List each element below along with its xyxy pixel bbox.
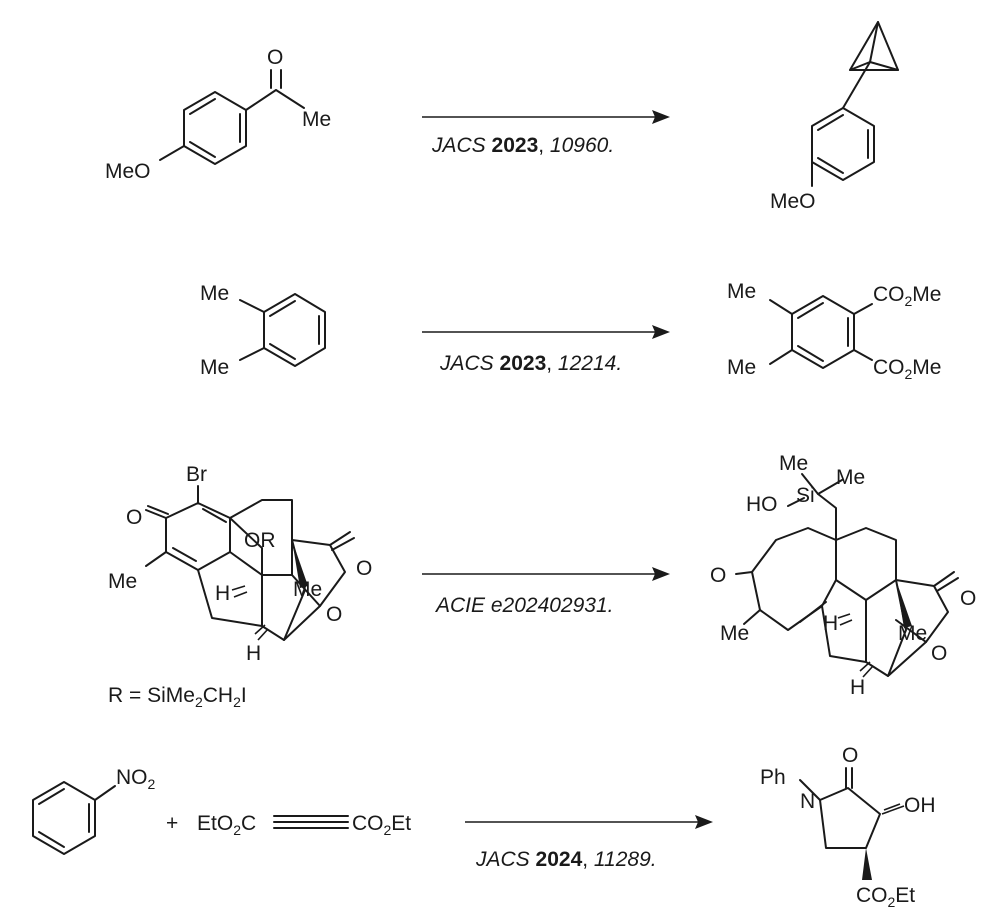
ketone-oxygen-label: O bbox=[710, 564, 726, 587]
ester-label: CO2Et bbox=[856, 884, 915, 910]
or-group-label: OR bbox=[244, 529, 276, 552]
citation-3: ACIE e202402931. bbox=[434, 594, 614, 617]
methoxy-label: MeO bbox=[770, 190, 816, 213]
reactant-nitrobenzene: NO2 bbox=[32, 766, 156, 855]
methyl-label: Me bbox=[720, 622, 749, 645]
hydroxy-label: HO bbox=[746, 493, 778, 516]
reaction-4: NO2 + EtO2C CO2Et JACS 2024, 11289. Ph N… bbox=[32, 744, 936, 910]
ester-1-label: CO2Me bbox=[873, 283, 941, 309]
reaction-2: Me Me JACS 2023, 12214. Me Me CO2Me CO2M… bbox=[200, 280, 941, 382]
lactone-ring-oxygen-label: O bbox=[326, 603, 342, 626]
lactone-carbonyl-oxygen-label: O bbox=[356, 557, 372, 580]
hydroxy-label: OH bbox=[904, 794, 936, 817]
product-pyrrolidinone: Ph N O OH CO2Et bbox=[760, 744, 936, 910]
methoxy-label: MeO bbox=[105, 160, 151, 183]
methyl-1-label: Me bbox=[200, 282, 229, 305]
reactant-diethyl-acetylenedicarboxylate: EtO2C CO2Et bbox=[197, 812, 411, 838]
reactant-polycyclic-bromoenone: Br O Me OR H Me O O H R = SiMe2CH2I bbox=[108, 463, 372, 710]
citation-1: JACS 2023, 10960. bbox=[431, 134, 614, 157]
reaction-1: O Me MeO JACS 2023, 10960. MeO bbox=[105, 21, 899, 213]
carbonyl-oxygen-label: O bbox=[267, 46, 283, 69]
r-group-definition: R = SiMe2CH2I bbox=[108, 684, 247, 710]
si-methyl-1-label: Me bbox=[779, 452, 808, 475]
h-1-label: H bbox=[823, 612, 838, 635]
h-2-label: H bbox=[850, 676, 865, 699]
angular-methyl-label: Me bbox=[293, 578, 322, 601]
methyl-label: Me bbox=[302, 108, 331, 131]
methyl-label: Me bbox=[108, 570, 137, 593]
reaction-3: Br O Me OR H Me O O H R = SiMe2CH2I ACIE… bbox=[108, 452, 976, 710]
angular-methyl-label: Me bbox=[898, 622, 927, 645]
h-2-label: H bbox=[246, 642, 261, 665]
reaction-arrow-2 bbox=[422, 325, 670, 339]
carbonyl-oxygen-label: O bbox=[842, 744, 858, 767]
ketone-oxygen-label: O bbox=[126, 506, 142, 529]
reaction-arrow-1 bbox=[422, 110, 670, 124]
product-dimethyl-phthalate: Me Me CO2Me CO2Me bbox=[727, 280, 941, 382]
nitrogen-label: N bbox=[800, 790, 815, 813]
methyl-2-label: Me bbox=[200, 356, 229, 379]
ester-left-label: EtO2C bbox=[197, 812, 256, 838]
citation-2: JACS 2023, 12214. bbox=[439, 352, 622, 375]
reactant-o-xylene: Me Me bbox=[200, 282, 326, 379]
methyl-2-label: Me bbox=[727, 356, 756, 379]
product-aryl-bicyclopentane: MeO bbox=[770, 21, 899, 213]
reaction-arrow-4 bbox=[465, 815, 713, 829]
ester-2-label: CO2Me bbox=[873, 356, 941, 382]
silicon-label: Si bbox=[796, 484, 815, 507]
methyl-1-label: Me bbox=[727, 280, 756, 303]
citation-4: JACS 2024, 11289. bbox=[475, 848, 657, 871]
si-methyl-2-label: Me bbox=[836, 466, 865, 489]
lactone-ring-oxygen-label: O bbox=[931, 642, 947, 665]
plus-sign: + bbox=[166, 812, 178, 835]
ester-right-label: CO2Et bbox=[352, 812, 411, 838]
h-1-label: H bbox=[215, 582, 230, 605]
lactone-carbonyl-oxygen-label: O bbox=[960, 587, 976, 610]
product-silyl-cycloheptenone: Me Me HO Si O Me H Me O O H bbox=[710, 452, 976, 699]
reactant-4-methoxyacetophenone: O Me MeO bbox=[105, 46, 331, 183]
phenyl-label: Ph bbox=[760, 766, 786, 789]
nitro-label: NO2 bbox=[116, 766, 156, 792]
reaction-arrow-3 bbox=[422, 567, 670, 581]
bromo-label: Br bbox=[186, 463, 207, 486]
